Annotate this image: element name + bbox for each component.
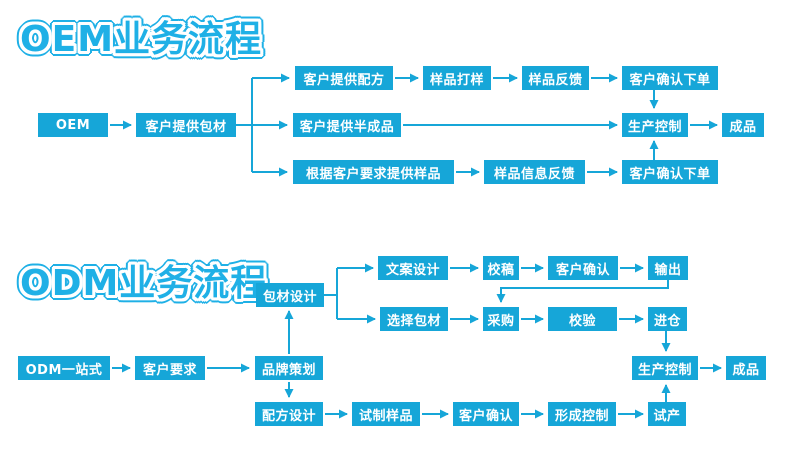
oem-flow-title: OEM业务流程 [20,19,263,60]
odm-box-finished-product: 成品 [726,356,766,380]
odm-box-packaging-design: 包材设计 [256,283,324,307]
oem-box-provide-formula: 客户提供配方 [295,66,393,90]
oem-box-production-control: 生产控制 [622,113,688,137]
oem-box-finished-product: 成品 [722,113,764,137]
odm-box-customer-confirm-top: 客户确认 [548,256,618,280]
odm-flow-title: ODM业务流程 [20,263,268,304]
odm-box-formula-design: 配方设计 [255,402,323,426]
odm-box-purchasing: 采购 [483,307,519,331]
odm-box-brand-planning: 品牌策划 [255,356,323,380]
oem-box-provide-packaging: 客户提供包材 [136,113,236,137]
oem-box-samples-per-request: 根据客户要求提供样品 [293,160,454,184]
odm-box-trial-sample: 试制样品 [352,402,420,426]
oem-box-sample-feedback: 样品反馈 [522,66,589,90]
odm-box-production-control: 生产控制 [632,356,698,380]
odm-box-forming-control: 形成控制 [548,402,616,426]
odm-box-copy-design: 文案设计 [378,256,448,280]
oem-box-provide-semi-finished: 客户提供半成品 [293,113,401,137]
oem-box-start: OEM [38,113,108,137]
odm-box-output: 输出 [648,256,688,280]
oem-box-confirm-order-bottom: 客户确认下单 [622,160,718,184]
odm-box-proofreading: 校稿 [483,256,519,280]
odm-box-verification: 校验 [548,307,617,331]
odm-box-select-packaging: 选择包材 [380,307,448,331]
odm-box-start: ODM一站式 [18,356,110,380]
odm-connector-output-purchasing [496,280,669,303]
odm-box-customer-confirm-bottom: 客户确认 [453,402,519,426]
odm-box-warehousing: 进仓 [648,307,687,331]
odm-box-customer-requirement: 客户要求 [135,356,205,380]
oem-box-sample-proofing: 样品打样 [423,66,491,90]
oem-box-confirm-order-top: 客户确认下单 [622,66,718,90]
odm-box-trial-production: 试产 [648,402,686,426]
oem-box-sample-info-feedback: 样品信息反馈 [484,160,585,184]
